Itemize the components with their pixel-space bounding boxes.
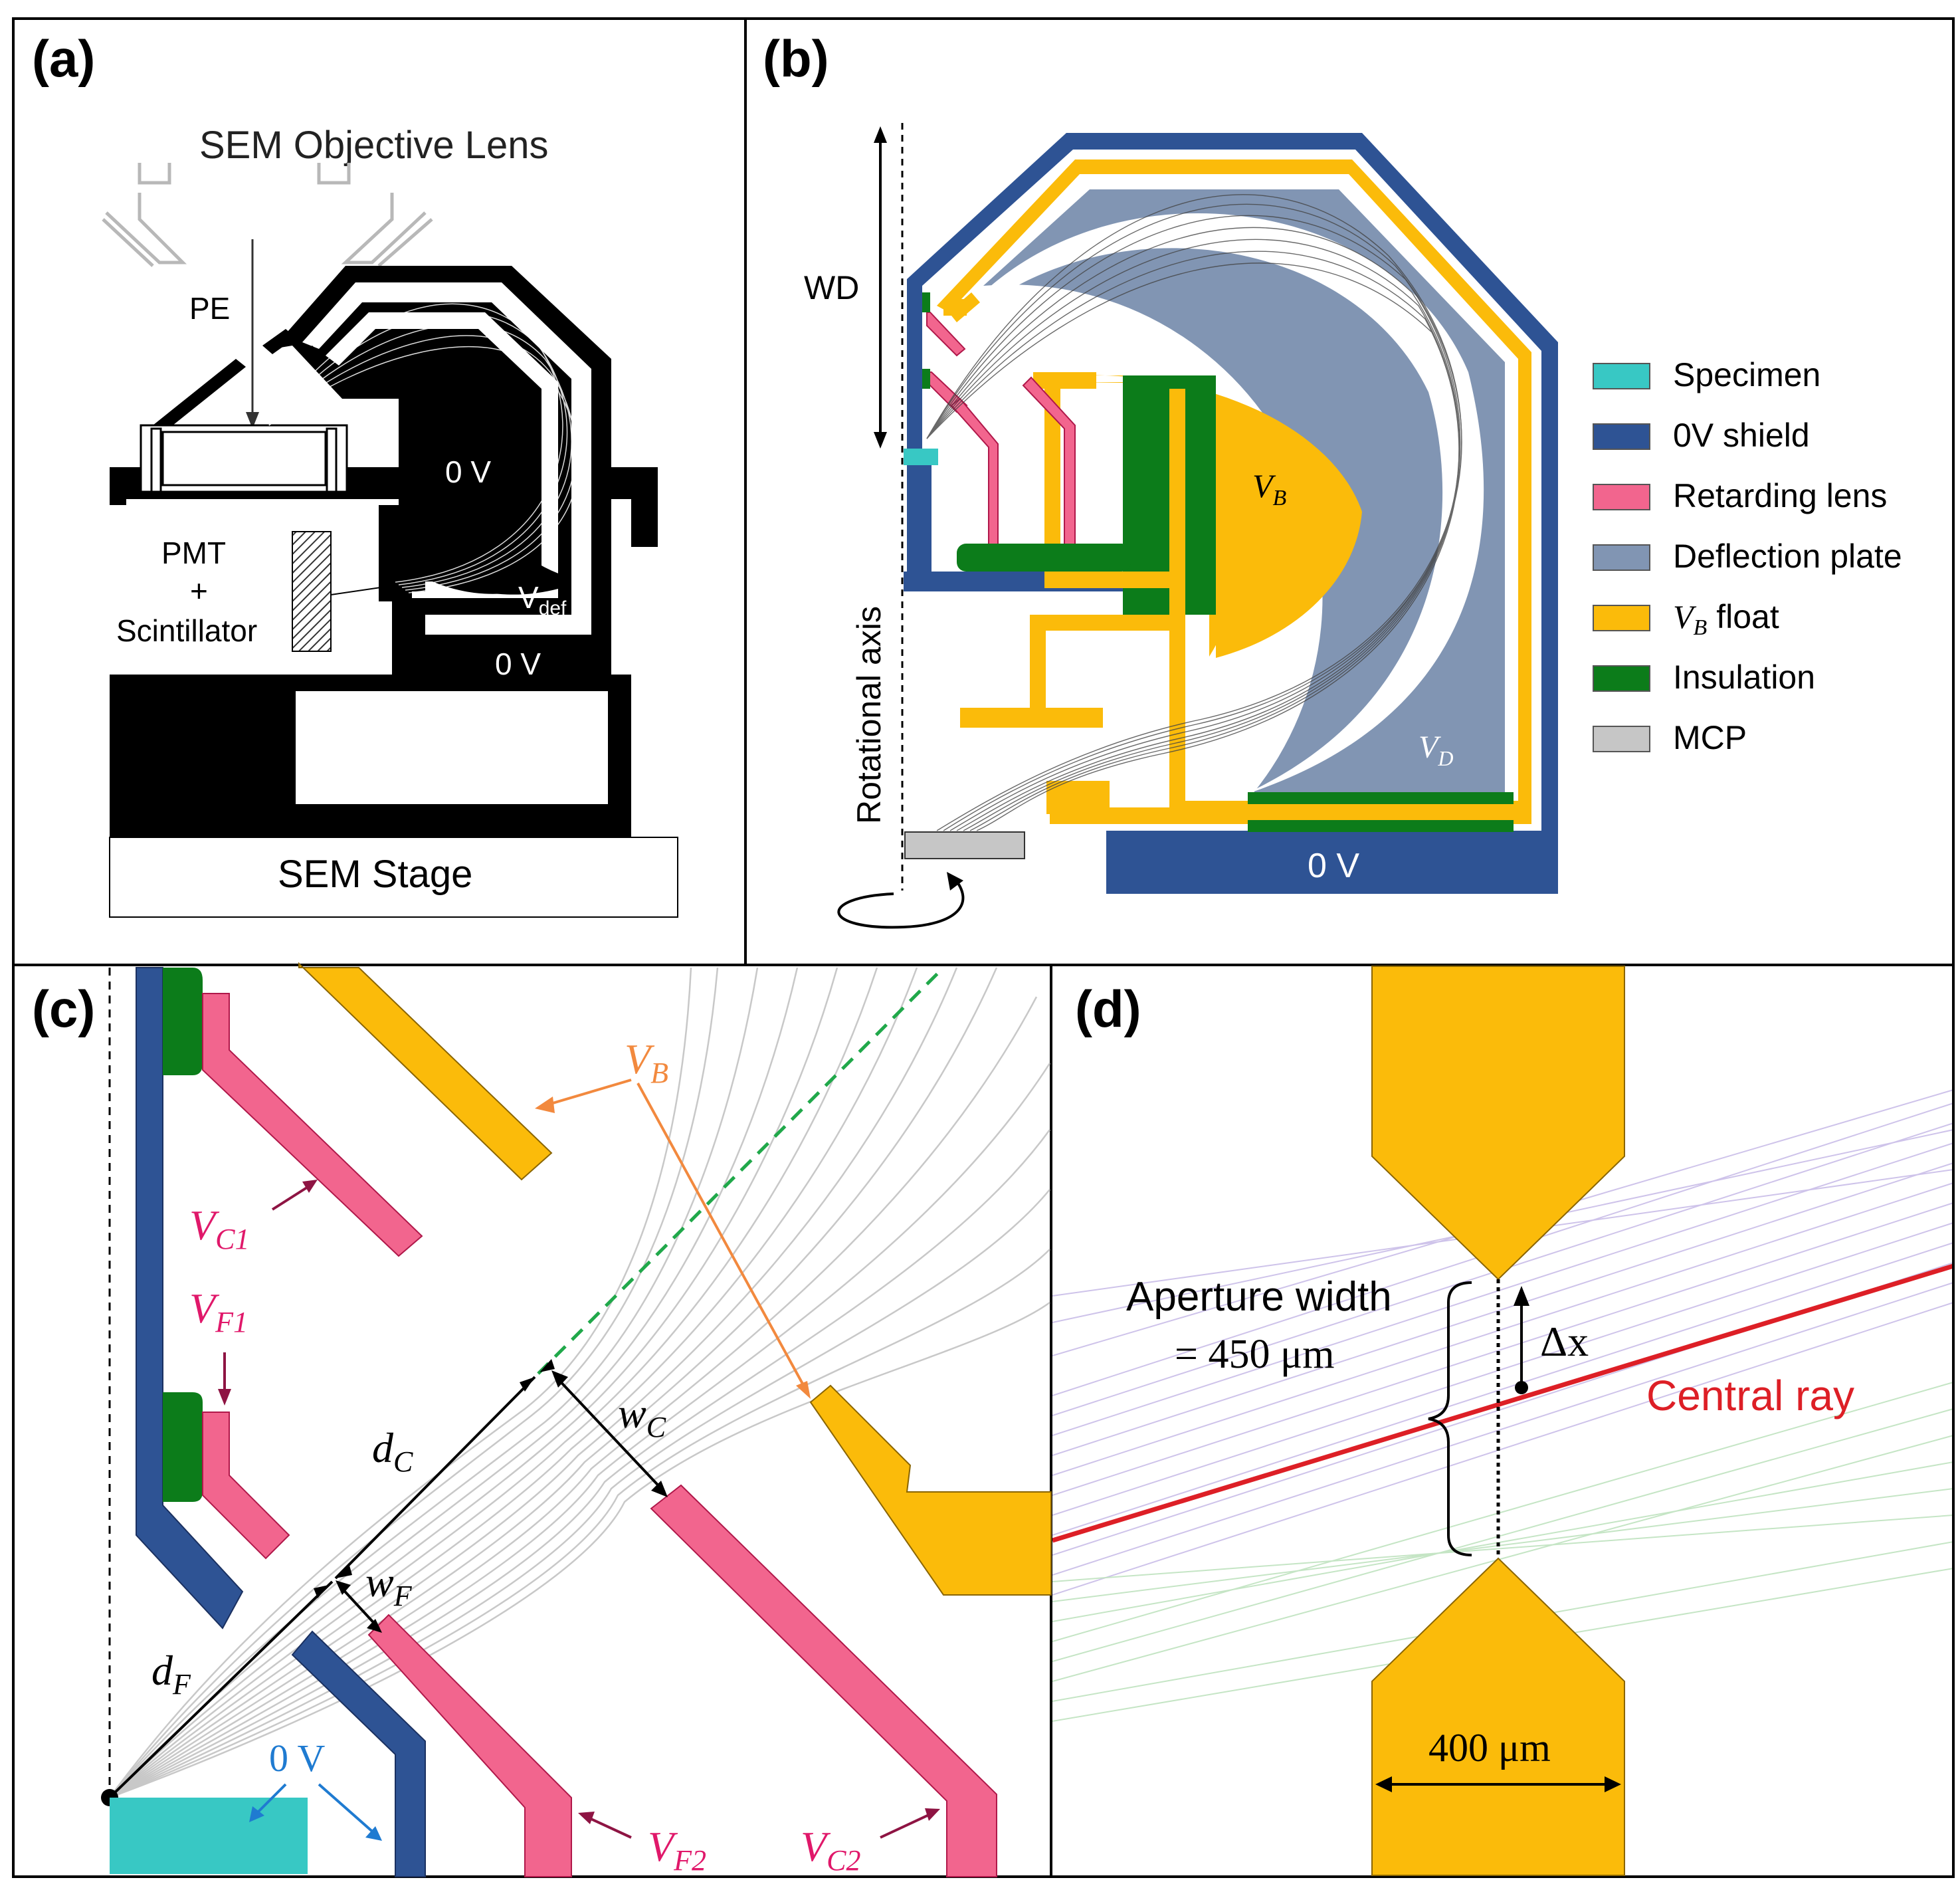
specimen-holder (140, 424, 348, 493)
legend-swatch-mcp (1593, 726, 1650, 752)
aperture-width-label: Aperture width (1126, 1274, 1392, 1320)
vc2-label: VC2 (801, 1823, 860, 1877)
entrance-slits (153, 329, 345, 433)
dc-line (334, 1376, 536, 1580)
zero-v-inner-label: 0 V (445, 455, 491, 489)
wc-arrow (553, 1374, 666, 1493)
insulation-c-bottom (163, 1392, 203, 1502)
legend-swatch-float (1593, 605, 1650, 631)
zero-v-base-label: 0 V (1308, 847, 1359, 885)
vdef-label: Vdef (518, 580, 567, 619)
legend-label-deflection: Deflection plate (1673, 538, 1902, 575)
vb-callout (541, 1079, 809, 1393)
objective-lens-label: SEM Objective Lens (199, 124, 548, 167)
zero-v-outer-label: 0 V (495, 647, 541, 681)
legend-label-retarding: Retarding lens (1673, 477, 1887, 514)
panel-c-tag: (c) (32, 980, 95, 1038)
pe-arrowhead (246, 412, 259, 429)
vb-label-c: VB (625, 1035, 668, 1089)
insulation-c-top (163, 968, 203, 1075)
specimen-c (110, 1798, 308, 1874)
panel-d-tag: (d) (1075, 980, 1141, 1038)
panel-d: (d) Aperture width = 450 μm Δx Central r… (1052, 966, 1952, 1876)
objective-lens (102, 163, 433, 267)
wf-arrow (338, 1584, 380, 1629)
housing-cutouts (109, 282, 678, 918)
float-electrodes-c (298, 962, 1052, 1596)
rotational-axis-label: Rotational axis (850, 606, 888, 824)
legend-swatch-retarding (1593, 484, 1650, 510)
aperture-upper (1371, 966, 1625, 1281)
legend-label-insulation: Insulation (1673, 659, 1815, 696)
central-ray-label: Central ray (1646, 1372, 1854, 1419)
df-line (108, 1580, 334, 1799)
exit-line (330, 584, 399, 595)
panel-a-tag: (a) (32, 29, 95, 88)
pmt-label: PMT (161, 536, 226, 570)
vf1-label: VF1 (189, 1285, 248, 1338)
rotation-arrow (837, 876, 965, 929)
pmt-plus: + (190, 574, 208, 608)
delta-x-label: Δx (1540, 1318, 1589, 1365)
legend-label-shield: 0V shield (1673, 417, 1810, 454)
green-dashed-line (537, 966, 945, 1375)
panel-b-tag: (b) (763, 29, 829, 88)
panel-a: (a) SEM Objective Lens PE (32, 29, 678, 918)
legend-swatch-insulation (1593, 665, 1650, 692)
legend-swatch-shield (1593, 423, 1650, 450)
aperture-brace (1428, 1281, 1472, 1556)
wc-label: wC (618, 1390, 666, 1443)
mcp-block (904, 831, 1025, 859)
stage-label: SEM Stage (278, 853, 472, 896)
scintillator-label: Scintillator (116, 613, 257, 648)
legend-label-specimen: Specimen (1673, 356, 1820, 393)
panel-c: (c) (32, 962, 1052, 1877)
wf-label: wF (365, 1558, 413, 1612)
shield-base (1106, 831, 1558, 894)
zero-v-label-c: 0 V (269, 1736, 325, 1780)
dc-label: dC (372, 1424, 413, 1478)
trajectory-bundle-c (108, 967, 1051, 1799)
insulation-bits (922, 292, 1514, 832)
aperture-width-value: = 450 μm (1175, 1332, 1334, 1377)
df-label: dF (151, 1647, 191, 1701)
width-400-label: 400 μm (1428, 1726, 1551, 1770)
legend-swatch-deflection (1593, 544, 1650, 571)
trajectory-bundle-a (268, 303, 579, 593)
aperture-lower (1371, 1557, 1625, 1876)
legend-label-float: VB float (1673, 598, 1779, 640)
vc1-callout (271, 1185, 310, 1211)
trajectory-bundle-b (926, 194, 1462, 831)
vf2-label: VF2 (648, 1823, 706, 1877)
pe-label: PE (189, 291, 230, 326)
legend-label-mcp: MCP (1673, 719, 1747, 756)
retarding-electrodes-c (202, 993, 997, 1877)
central-ray (1052, 1263, 1952, 1543)
vc1-label: VC1 (189, 1202, 249, 1255)
vd-label: VD (1419, 730, 1453, 770)
vb-label: VB (1252, 467, 1287, 510)
ray-fan-lower (1052, 1382, 1952, 1722)
wd-label: WD (804, 269, 859, 306)
scintillator-block (292, 531, 332, 652)
specimen-block (904, 449, 938, 465)
panel-b: (b) Rotational axis WD (763, 29, 1902, 929)
legend-swatch-specimen (1593, 363, 1650, 389)
